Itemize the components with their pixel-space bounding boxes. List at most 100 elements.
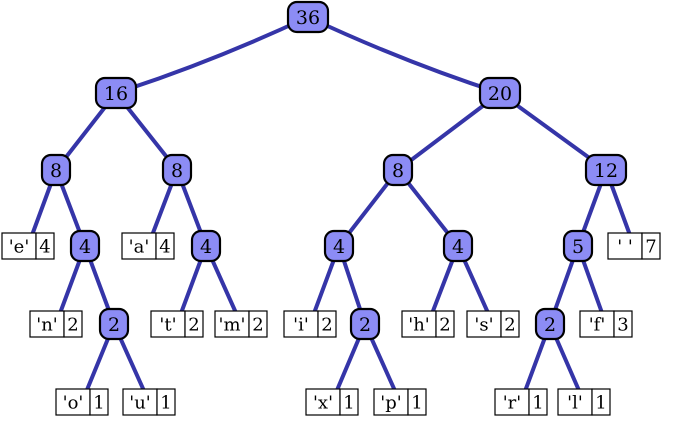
node-weight: 2 <box>544 314 556 336</box>
leaf-symbol-box <box>373 388 409 416</box>
leaf-count-box <box>155 232 175 260</box>
leaf-symbol: 's' <box>474 315 493 336</box>
leaf-count: 4 <box>159 237 170 258</box>
leaf-symbol: ' ' <box>617 237 633 258</box>
leaf-symbol-box <box>466 310 502 338</box>
node-weight: 12 <box>594 160 618 182</box>
leaf-l: 'l' 1 <box>557 388 611 416</box>
leaf-count: 1 <box>411 393 422 414</box>
node-n2b: 2 <box>349 307 381 341</box>
leaf-space: ' ' 7 <box>607 232 661 260</box>
leaf-n: 'n'2 <box>29 310 83 338</box>
leaf-count-box <box>184 310 204 338</box>
leaf-count: 1 <box>160 393 171 414</box>
node-box <box>323 229 355 263</box>
node-weight: 4 <box>79 236 91 258</box>
leaf-t: 't' 2 <box>150 310 204 338</box>
leaf-symbol: 'e' <box>9 237 30 258</box>
leaf-symbol: 'u' <box>129 393 151 414</box>
leaf-symbol: 'a' <box>129 237 150 258</box>
node-box <box>69 229 101 263</box>
leaf-symbol: 'i' <box>293 315 309 336</box>
node-root: 36 <box>286 0 330 34</box>
node-n8c: 8 <box>382 153 414 187</box>
leaf-symbol-box <box>607 232 643 260</box>
node-box <box>40 153 72 187</box>
leaf-count: 2 <box>252 315 263 336</box>
leaf-count: 1 <box>595 393 606 414</box>
leaf-symbol-box <box>494 388 530 416</box>
leaf-count: 1 <box>532 393 543 414</box>
node-box <box>382 153 414 187</box>
node-box <box>584 153 628 187</box>
leaf-count-box <box>407 388 427 416</box>
node-weight: 4 <box>452 236 464 258</box>
leaf-symbol: 'm' <box>219 315 246 336</box>
leaf-i: 'i' 2 <box>283 310 337 338</box>
leaf-count: 2 <box>439 315 450 336</box>
leaf-symbol-box <box>1 232 37 260</box>
leaf-symbol: 't' <box>159 315 176 336</box>
node-box <box>98 307 130 341</box>
node-box <box>534 307 566 341</box>
node-weight: 8 <box>171 160 183 182</box>
node-weight: 8 <box>50 160 62 182</box>
leaf-r: 'r' 1 <box>494 388 548 416</box>
node-weight: 4 <box>333 236 345 258</box>
node-n20: 20 <box>478 76 522 110</box>
node-n12: 12 <box>584 153 628 187</box>
node-n5: 5 <box>562 229 594 263</box>
leaf-symbol: 'f' <box>589 315 606 336</box>
edge-root-n20 <box>306 15 502 95</box>
node-weight: 5 <box>572 236 584 258</box>
leaf-symbol-box <box>214 310 250 338</box>
leaf-count-box <box>248 310 268 338</box>
leaf-h: 'h' 2 <box>401 310 455 338</box>
leaf-count: 1 <box>343 393 354 414</box>
leaf-x: 'x'1 <box>305 388 359 416</box>
node-n8b: 8 <box>161 153 193 187</box>
leaf-m: 'm' 2 <box>214 310 268 338</box>
leaf-f: 'f' 3 <box>579 310 633 338</box>
leaf-count-box <box>641 232 661 260</box>
leaf-symbol: 'l' <box>567 393 583 414</box>
leaf-count: 3 <box>617 315 628 336</box>
leaf-count: 2 <box>188 315 199 336</box>
node-weight: 4 <box>200 236 212 258</box>
node-n4b: 4 <box>190 229 222 263</box>
node-n4c: 4 <box>323 229 355 263</box>
leaf-symbol: 'h' <box>408 315 430 336</box>
leaf-count: 2 <box>321 315 332 336</box>
leaf-count-box <box>613 310 633 338</box>
leaf-count-box <box>528 388 548 416</box>
leaf-count: 2 <box>504 315 515 336</box>
leaf-count: 4 <box>39 237 50 258</box>
leaf-e: 'e' 4 <box>1 232 55 260</box>
leaf-o: 'o' 1 <box>55 388 109 416</box>
leaf-count-box <box>339 388 359 416</box>
node-box <box>442 229 474 263</box>
node-box <box>478 76 522 110</box>
leaf-count-box <box>435 310 455 338</box>
leaf-count-box <box>317 310 337 338</box>
edge-root-n16 <box>114 15 310 95</box>
node-box <box>562 229 594 263</box>
node-n8a: 8 <box>40 153 72 187</box>
node-weight: 16 <box>104 83 128 105</box>
node-n4a: 4 <box>69 229 101 263</box>
leaf-count: 2 <box>67 315 78 336</box>
leaf-symbol: 'p' <box>380 393 401 414</box>
leaf-symbol: 'o' <box>63 393 84 414</box>
leaf-count-box <box>35 232 55 260</box>
node-weight: 2 <box>108 314 120 336</box>
leaf-count: 7 <box>645 237 656 258</box>
node-box <box>286 0 330 34</box>
node-n2c: 2 <box>534 307 566 341</box>
node-n4d: 4 <box>442 229 474 263</box>
node-box <box>94 76 138 110</box>
leaf-count: 1 <box>93 393 104 414</box>
leaf-count-box <box>500 310 520 338</box>
leaf-symbol: 'r' <box>503 393 522 414</box>
